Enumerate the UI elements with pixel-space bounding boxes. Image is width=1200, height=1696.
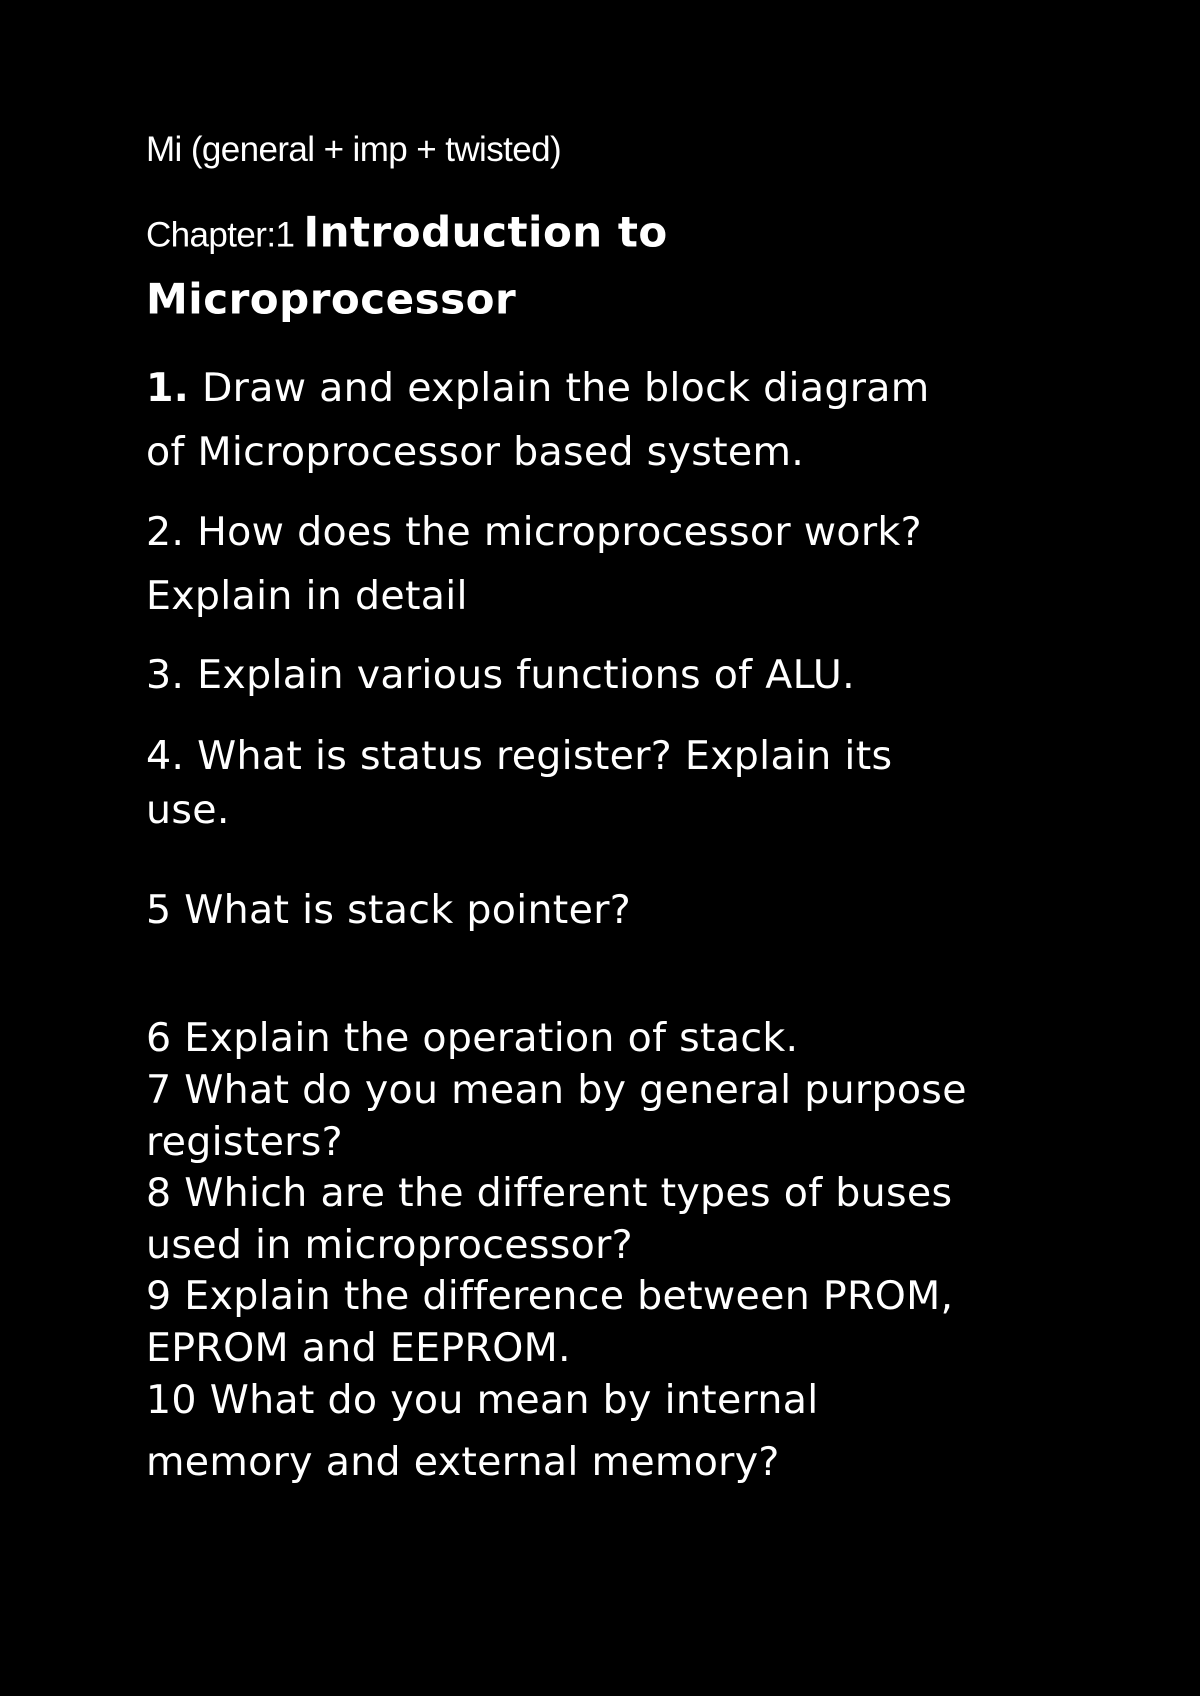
chapter-title-line1: Introduction to xyxy=(303,207,668,257)
document-title: Mi (general + imp + twisted) xyxy=(146,130,562,169)
question-8: 8 Which are the different types of buses xyxy=(146,1170,953,1216)
question-8-continued: used in microprocessor? xyxy=(146,1222,633,1268)
question-7-continued: registers? xyxy=(146,1119,343,1165)
chapter-label: Chapter:1 xyxy=(146,215,304,255)
question-2-continued: Explain in detail xyxy=(146,573,468,619)
question-4: 4. What is status register? Explain its xyxy=(146,733,893,779)
question-5: 5 What is stack pointer? xyxy=(146,887,631,933)
question-2: 2. How does the microprocessor work? xyxy=(146,509,922,555)
question-4-continued: use. xyxy=(146,787,230,833)
chapter-heading: Chapter:1 Introduction to xyxy=(146,208,668,257)
question-9-continued: EPROM and EEPROM. xyxy=(146,1325,571,1371)
question-3: 3. Explain various functions of ALU. xyxy=(146,652,855,698)
question-9: 9 Explain the difference between PROM, xyxy=(146,1273,954,1319)
question-10-continued: memory and external memory? xyxy=(146,1439,780,1485)
question-1-number: 1. xyxy=(146,365,190,411)
question-10: 10 What do you mean by internal xyxy=(146,1377,819,1423)
chapter-title-line2: Microprocessor xyxy=(146,274,517,324)
question-1-continued: of Microprocessor based system. xyxy=(146,429,805,475)
question-1: 1. Draw and explain the block diagram xyxy=(146,365,930,411)
question-7: 7 What do you mean by general purpose xyxy=(146,1067,967,1113)
question-1-text: Draw and explain the block diagram xyxy=(189,365,930,411)
question-6: 6 Explain the operation of stack. xyxy=(146,1015,799,1061)
